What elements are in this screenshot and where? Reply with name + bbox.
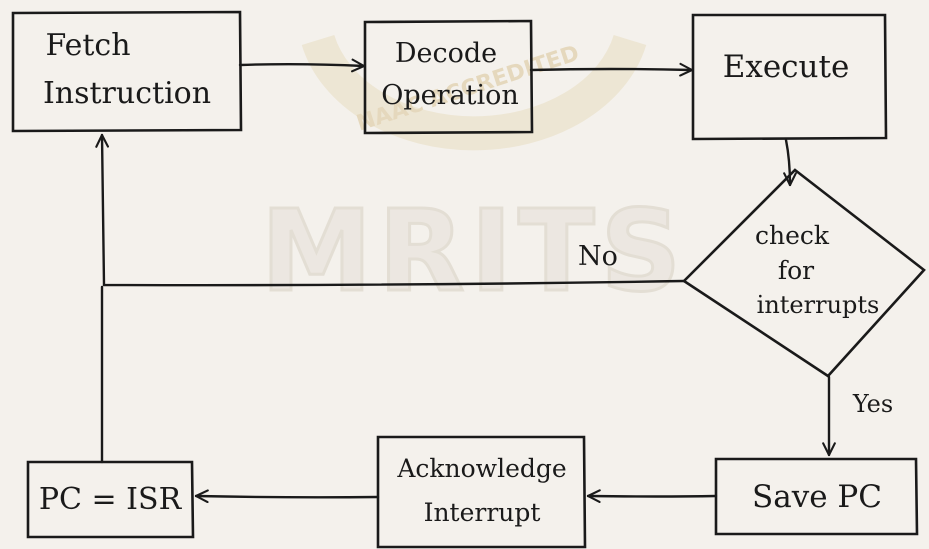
node-check-interrupts: check for interrupts <box>681 168 926 378</box>
node-fetch-box <box>11 10 243 133</box>
node-save-pc-label: Save PC <box>752 479 882 515</box>
nodes: Fetch Instruction Decode Operation Execu… <box>11 10 926 549</box>
node-check-line2: for <box>778 256 814 285</box>
arrow-execute-to-check <box>783 138 797 187</box>
arrow-no-branch <box>95 133 686 287</box>
connectors <box>95 58 836 504</box>
node-pc-isr: PC = ISR <box>26 460 195 539</box>
node-fetch-line1: Fetch <box>45 28 130 63</box>
node-decode-line1: Decode <box>395 38 497 69</box>
node-execute-box <box>691 13 888 141</box>
watermark: NAAC ACCREDITED MRITS <box>259 34 687 319</box>
node-check-line1: check <box>755 221 830 250</box>
arrow-acknowledge-to-pcisr <box>194 489 380 504</box>
node-decode-line2: Operation <box>381 80 519 111</box>
node-pc-isr-box <box>26 460 195 539</box>
node-acknowledge-box <box>376 435 587 549</box>
node-check-line3: interrupts <box>757 291 880 319</box>
node-acknowledge-line1: Acknowledge <box>396 454 566 483</box>
arrow-fetch-to-decode <box>238 58 366 73</box>
node-save-pc-box <box>714 457 919 536</box>
edge-label-no: No <box>578 241 618 272</box>
node-fetch-line2: Instruction <box>43 76 211 111</box>
arrow-save-to-acknowledge <box>586 489 718 504</box>
arrow-decode-to-execute <box>529 62 694 77</box>
node-execute-label: Execute <box>723 49 850 85</box>
node-decode-box <box>363 19 534 135</box>
node-fetch-instruction: Fetch Instruction <box>11 10 243 133</box>
node-save-pc: Save PC <box>714 457 919 536</box>
edge-label-yes: Yes <box>852 390 893 418</box>
node-acknowledge-line2: Interrupt <box>424 498 541 527</box>
edge-labels: No Yes <box>578 241 893 418</box>
node-check-diamond <box>681 168 926 378</box>
node-execute: Execute <box>691 13 888 141</box>
node-pc-isr-label: PC = ISR <box>39 482 183 517</box>
watermark-logo: MRITS <box>261 187 687 317</box>
node-acknowledge-interrupt: Acknowledge Interrupt <box>376 435 587 549</box>
node-decode-operation: Decode Operation <box>363 19 534 135</box>
